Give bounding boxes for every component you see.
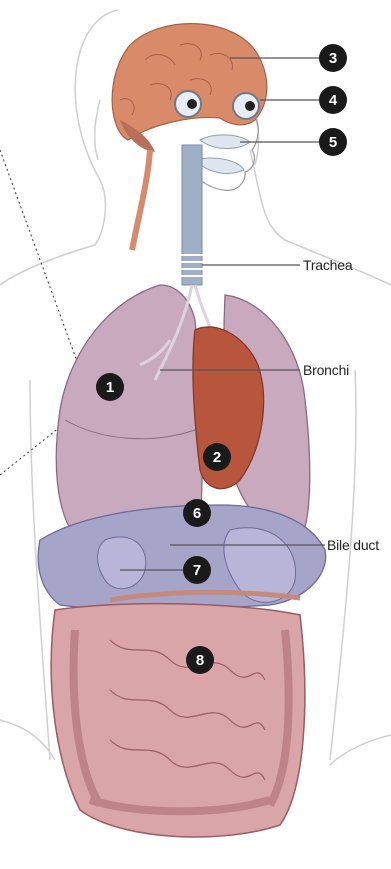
marker-7-number: 7 <box>193 562 201 579</box>
marker-2-number: 2 <box>213 449 221 466</box>
marker-5-number: 5 <box>329 134 337 151</box>
spinal-cord <box>132 150 150 250</box>
brain <box>112 24 267 152</box>
bronchi-label: Bronchi <box>303 362 349 378</box>
marker-8-number: 8 <box>196 652 204 669</box>
marker-7: 7 <box>183 556 211 584</box>
marker-1: 1 <box>96 373 124 401</box>
nasal-cavity <box>195 135 250 174</box>
marker-6-number: 6 <box>193 505 201 522</box>
trachea <box>180 145 204 285</box>
marker-6: 6 <box>183 499 211 527</box>
marker-4-number: 4 <box>329 92 338 109</box>
marker-3-number: 3 <box>329 50 337 67</box>
trachea-label: Trachea <box>303 257 353 273</box>
intestines <box>51 604 305 837</box>
marker-8: 8 <box>186 646 214 674</box>
marker-2: 2 <box>203 443 231 471</box>
marker-3: 3 <box>319 44 347 72</box>
bile-duct-label: Bile duct <box>327 537 379 553</box>
face <box>198 115 258 190</box>
marker-5: 5 <box>319 128 347 156</box>
marker-1-number: 1 <box>106 379 114 396</box>
marker-4: 4 <box>319 86 347 114</box>
